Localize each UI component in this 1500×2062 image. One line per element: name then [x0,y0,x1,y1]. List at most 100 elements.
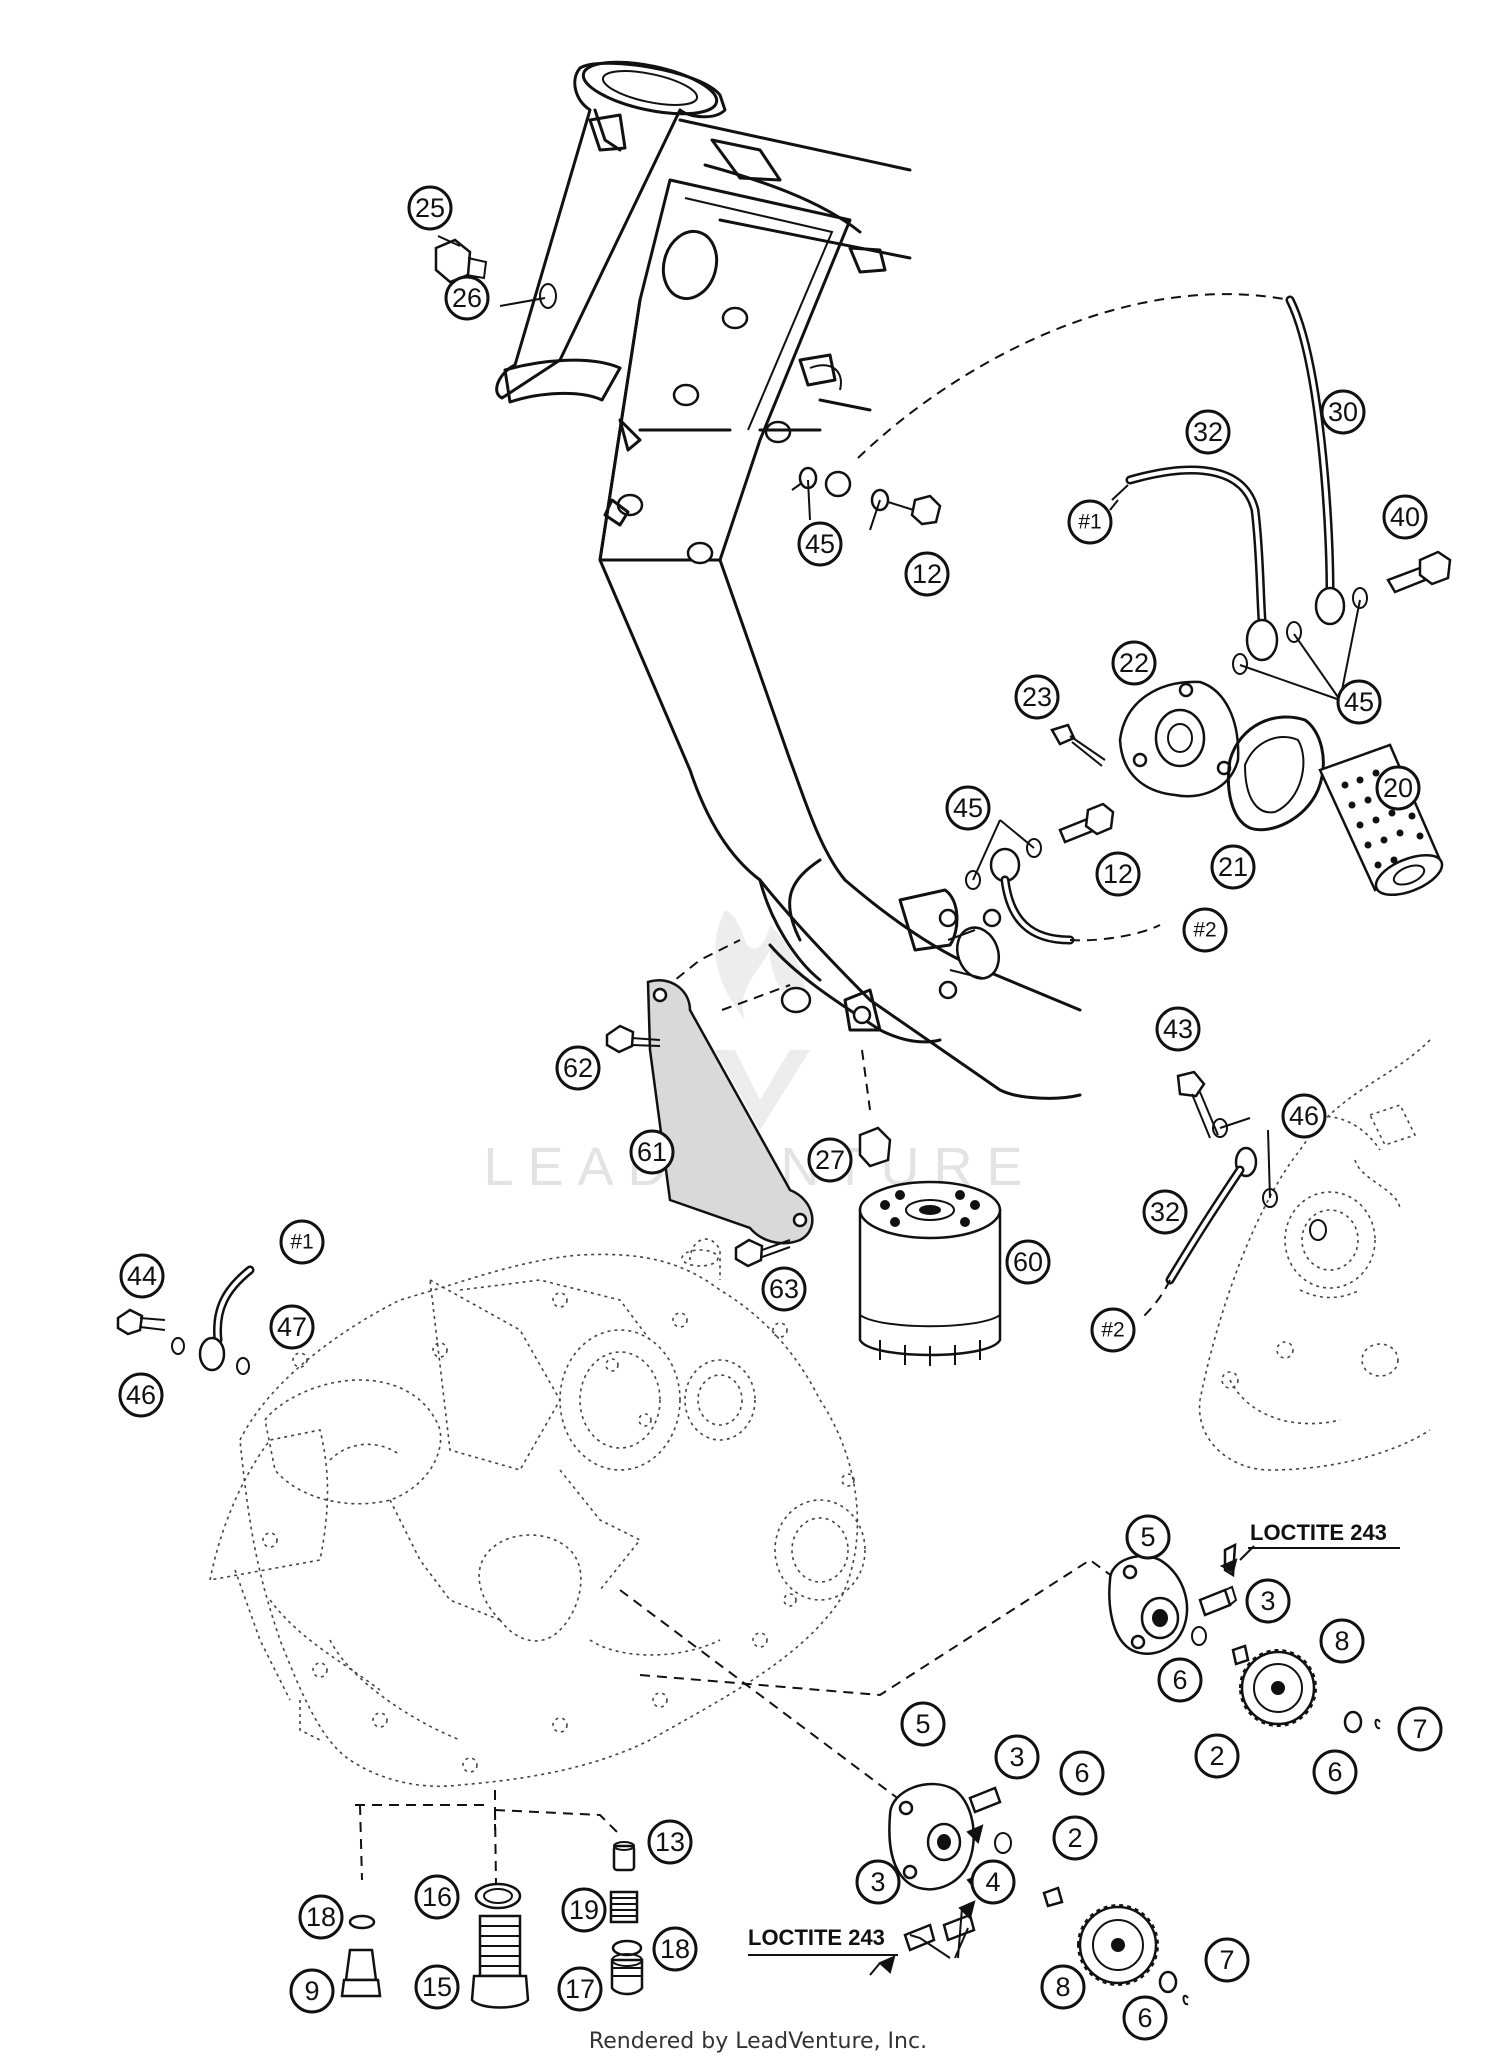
callout-18-left: 18 [298,1894,344,1940]
watermark-logo [715,910,810,1130]
callout-6-upper-right: 6 [1312,1749,1358,1795]
svg-text:2: 2 [1067,1823,1082,1853]
gear-8-upper [1239,1649,1318,1727]
banjo-bolt-40 [1386,550,1452,594]
svg-text:18: 18 [660,1934,690,1964]
svg-text:12: 12 [912,559,942,589]
svg-text:16: 16 [422,1882,452,1912]
svg-text:23: 23 [1022,682,1052,712]
washer-18-right [611,1939,643,1957]
oil-pump-lower [878,1782,1189,2006]
svg-text:17: 17 [565,1974,595,2004]
svg-text:4: 4 [985,1867,1000,1897]
washers-45-upper [1232,587,1368,675]
callout-40: 40 [1382,494,1428,540]
gasket-21 [1226,715,1325,832]
svg-text:2: 2 [1209,1741,1224,1771]
svg-text:6: 6 [1172,1665,1187,1695]
oil-line-1-left [116,1265,255,1375]
svg-text:46: 46 [126,1380,156,1410]
svg-text:43: 43 [1163,1014,1193,1044]
svg-text:8: 8 [1055,1972,1070,2002]
callout-45-upper-left: 45 [797,521,843,567]
svg-text:46: 46 [1289,1101,1319,1131]
svg-text:25: 25 [415,193,445,223]
callout-7-upper: 7 [1397,1706,1443,1752]
callout-21: 21 [1210,844,1256,890]
callout-ref-1-upper: #1 [1067,499,1113,545]
svg-text:9: 9 [304,1976,319,2006]
svg-text:32: 32 [1193,417,1223,447]
svg-text:45: 45 [953,793,983,823]
svg-text:30: 30 [1328,397,1358,427]
callout-6-upper: 6 [1157,1657,1203,1703]
callout-5-upper: 5 [1125,1514,1171,1560]
screw-27 [858,1126,892,1168]
callout-44: 44 [119,1253,165,1299]
plug-25 [434,238,557,309]
washer-18-left [348,1914,376,1930]
svg-text:22: 22 [1119,648,1149,678]
callout-4: 4 [970,1859,1016,1905]
leader-lines-lower [355,1558,1121,1886]
loctite-note-lower: LOCTITE 243 [748,1925,898,1956]
svg-text:62: 62 [563,1053,593,1083]
loctite-label-lower: LOCTITE 243 [748,1925,885,1950]
callout-27: 27 [807,1137,853,1183]
svg-text:#2: #2 [1193,919,1216,942]
callout-43: 43 [1155,1006,1201,1052]
callout-12-upper: 12 [904,551,950,597]
oil-line-30 [857,293,1346,626]
callout-23: 23 [1014,674,1060,720]
callout-61: 61 [629,1129,675,1175]
callout-30: 30 [1320,389,1366,435]
callout-8-lower: 8 [1040,1964,1086,2010]
callout-leaders [437,235,1361,1976]
banjo-bolt-12-upper [791,466,942,526]
oil-screen-plug-15 [470,1914,530,2009]
svg-text:5: 5 [915,1709,930,1739]
callout-22: 22 [1111,640,1157,686]
callout-17: 17 [557,1966,603,2012]
svg-text:5: 5 [1140,1522,1155,1552]
callout-46-upper: 46 [1281,1093,1327,1139]
svg-text:7: 7 [1219,1945,1234,1975]
callout-13: 13 [647,1819,693,1865]
oil-filter-60 [858,1180,1002,1366]
filter-cover-22 [1118,680,1240,798]
callout-2-upper: 2 [1194,1733,1240,1779]
svg-text:6: 6 [1327,1757,1342,1787]
svg-text:32: 32 [1150,1197,1180,1227]
callout-20: 20 [1375,765,1421,811]
svg-text:6: 6 [1074,1758,1089,1788]
callout-5-lower: 5 [900,1701,946,1747]
svg-text:20: 20 [1383,773,1413,803]
callout-8-upper: 8 [1319,1618,1365,1664]
callout-60: 60 [1005,1239,1051,1285]
banjo-bolt-43 [1176,1070,1219,1139]
svg-text:15: 15 [422,1972,452,2002]
callout-3-upper: 3 [1245,1578,1291,1624]
callout-3-lower-left: 3 [855,1859,901,1905]
callout-46-lower: 46 [118,1372,164,1418]
plug-17 [610,1953,644,1996]
callout-63: 63 [761,1266,807,1312]
callout-15: 15 [414,1964,460,2010]
oil-pump-upper [1108,1542,1381,1734]
svg-text:18: 18 [306,1902,336,1932]
svg-text:3: 3 [870,1867,885,1897]
callout-16: 16 [414,1874,460,1920]
svg-text:21: 21 [1218,852,1248,882]
crankcase [208,1238,866,1788]
strainer-13-19 [609,1841,639,1924]
callout-7-lower: 7 [1204,1937,1250,1983]
callout-9: 9 [289,1968,335,2014]
guard-plate-61 [646,979,814,1245]
svg-text:3: 3 [1009,1742,1024,1772]
callout-ref-2-upper: #2 [1182,907,1228,953]
callout-25: 25 [407,185,453,231]
svg-text:47: 47 [277,1312,307,1342]
svg-text:45: 45 [805,529,835,559]
drain-plug-9 [340,1948,382,1998]
